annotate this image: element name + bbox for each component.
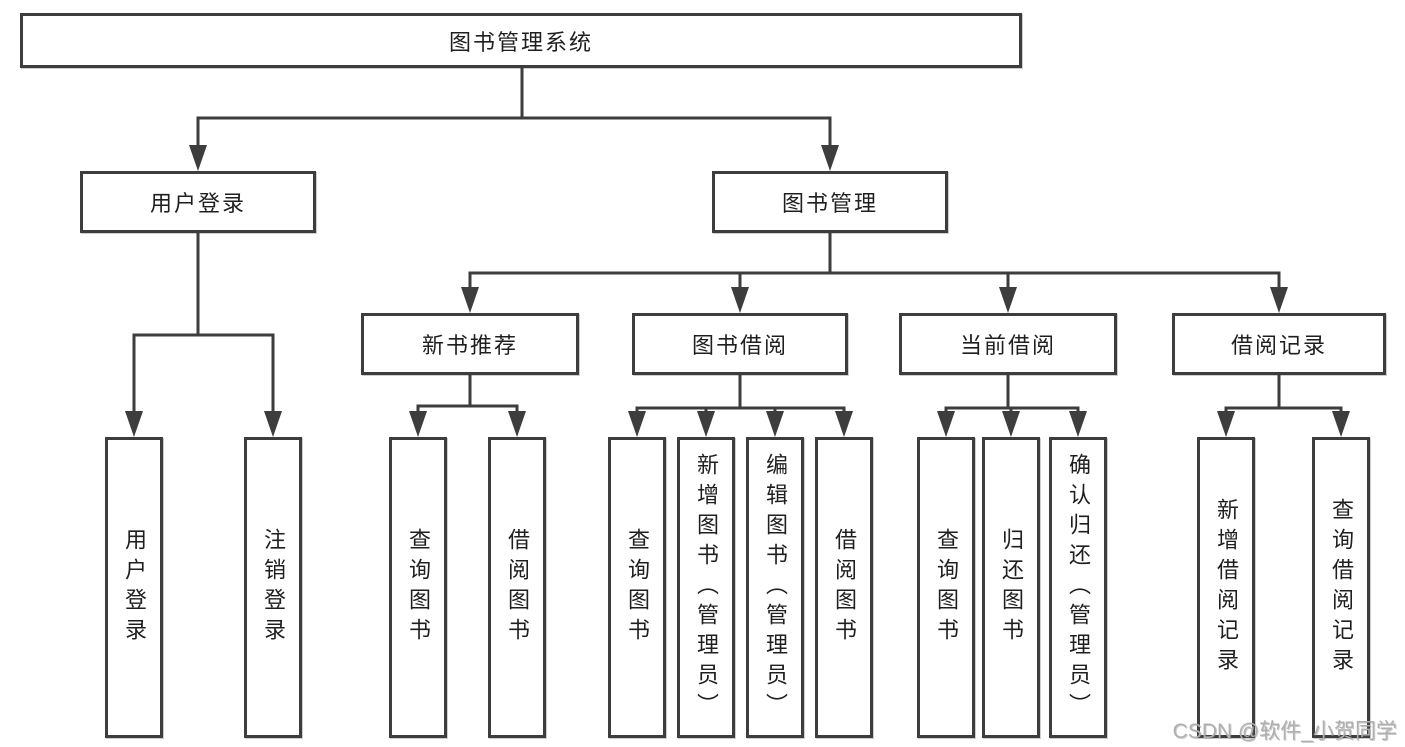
node-borrowing-records-label: 借阅记录 [1230,333,1327,358]
node-query-books-recommend: 查询图书 [389,437,447,738]
node-confirm-return-admin-label: 确认归还（管理员） [1066,452,1091,723]
node-current-borrowing-label: 当前借阅 [959,333,1056,358]
node-logout-action: 注销登录 [244,437,302,738]
node-book-management: 图书管理 [712,171,948,233]
connector-user-login-children [125,231,282,437]
connector-new-book-recommend-children [409,373,526,437]
node-query-borrow-record: 查询借阅记录 [1312,437,1370,738]
node-current-borrowing: 当前借阅 [899,313,1117,375]
node-add-borrow-record: 新增借阅记录 [1197,437,1255,738]
node-return-books: 归还图书 [982,437,1040,738]
node-logout-action-label: 注销登录 [261,527,286,648]
node-new-book-recommend-label: 新书推荐 [421,333,518,358]
node-return-books-label: 归还图书 [999,527,1024,648]
node-add-books-admin-label: 新增图书（管理员） [694,452,719,723]
connector-book-borrowing-children [628,373,853,437]
node-user-login-action: 用户登录 [105,437,163,738]
node-add-books-admin: 新增图书（管理员） [677,437,735,738]
node-user-login: 用户登录 [80,171,316,233]
connector-book-management-to-level3 [461,231,1288,313]
node-borrowing-records: 借阅记录 [1172,313,1386,375]
node-borrow-books-recommend: 借阅图书 [488,437,546,738]
node-add-borrow-record-label: 新增借阅记录 [1214,497,1239,678]
connector-current-borrowing-children [937,373,1087,437]
node-book-management-label: 图书管理 [781,191,878,216]
node-borrow-books-borrowing: 借阅图书 [815,437,873,738]
node-query-books-current: 查询图书 [917,437,975,738]
node-edit-books-admin: 编辑图书（管理员） [746,437,804,738]
node-query-borrow-record-label: 查询借阅记录 [1329,497,1354,678]
node-book-borrowing-label: 图书借阅 [691,333,788,358]
csdn-watermark: CSDN @软件_小贺同学 [1172,720,1397,743]
node-book-borrowing: 图书借阅 [632,313,848,375]
connector-borrowing-records-children [1217,373,1350,437]
node-borrow-books-recommend-label: 借阅图书 [505,527,530,648]
node-user-login-label: 用户登录 [149,191,246,216]
node-new-book-recommend: 新书推荐 [361,313,579,375]
node-query-books-borrowing: 查询图书 [608,437,666,738]
node-root: 图书管理系统 [20,13,1022,68]
node-confirm-return-admin: 确认归还（管理员） [1049,437,1107,738]
connector-root-to-level2 [189,66,839,171]
node-query-books-current-label: 查询图书 [934,527,959,648]
node-borrow-books-borrowing-label: 借阅图书 [832,527,857,648]
node-query-books-borrowing-label: 查询图书 [625,527,650,648]
node-root-label: 图书管理系统 [448,29,593,55]
node-edit-books-admin-label: 编辑图书（管理员） [763,452,788,723]
node-query-books-recommend-label: 查询图书 [406,527,431,648]
node-user-login-action-label: 用户登录 [122,527,147,648]
